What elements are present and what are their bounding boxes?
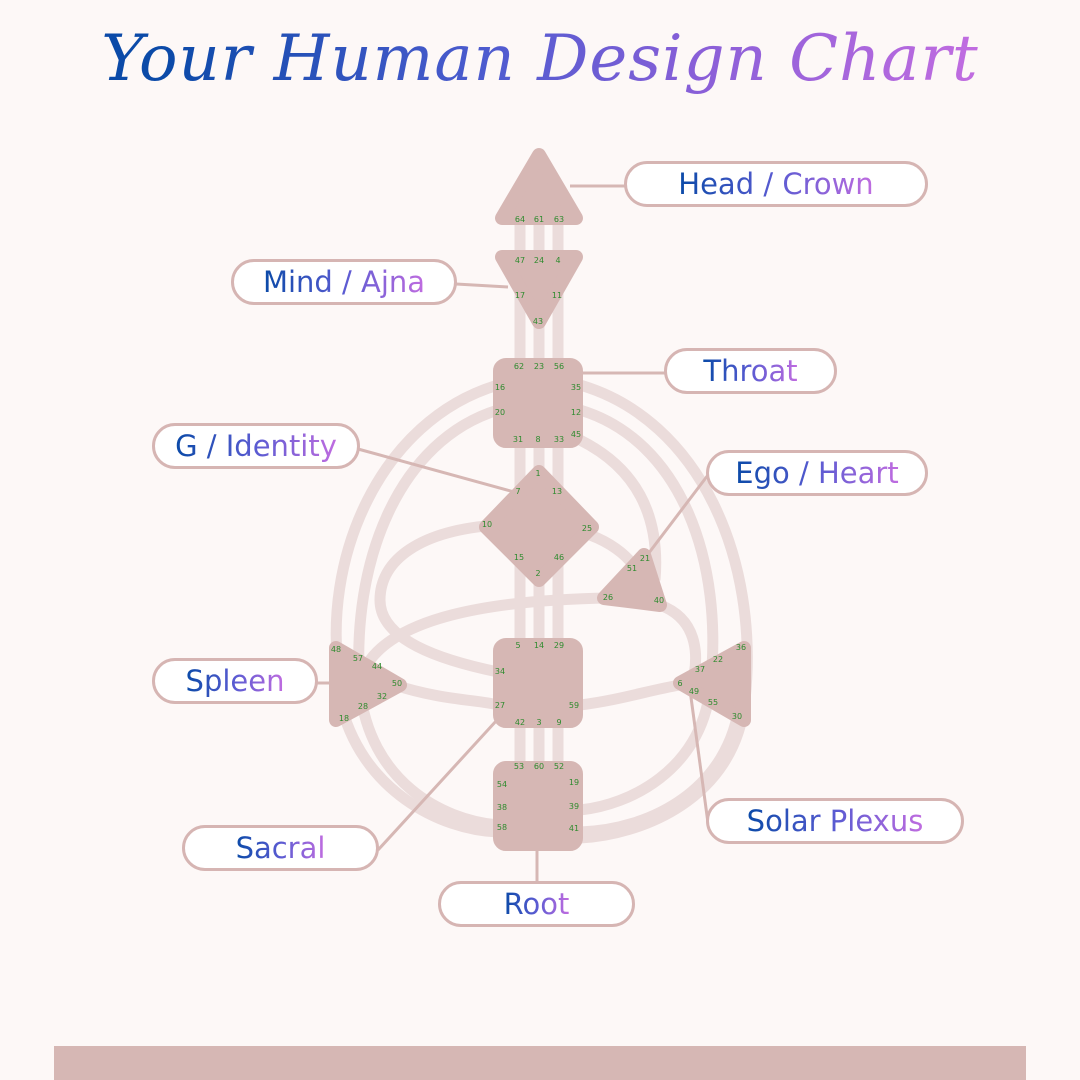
svg-text:18: 18 (339, 714, 349, 723)
label-g-identity: G / Identity (152, 423, 360, 469)
svg-text:49: 49 (689, 687, 699, 696)
center-spleen (329, 641, 407, 727)
svg-text:9: 9 (556, 718, 561, 727)
connectors (316, 184, 710, 882)
center-root (493, 761, 583, 851)
svg-text:47: 47 (515, 256, 525, 265)
label-head-crown: Head / Crown (624, 161, 928, 207)
svg-text:27: 27 (495, 701, 505, 710)
page-title: Your Human Design Chart (0, 22, 1080, 96)
label-sacral: Sacral (182, 825, 379, 871)
svg-text:23: 23 (534, 362, 544, 371)
svg-text:42: 42 (515, 718, 525, 727)
svg-text:4: 4 (555, 256, 560, 265)
svg-text:36: 36 (736, 643, 746, 652)
label-root: Root (438, 881, 635, 927)
svg-text:51: 51 (627, 564, 637, 573)
svg-text:61: 61 (534, 215, 544, 224)
svg-text:15: 15 (514, 553, 524, 562)
svg-text:1: 1 (535, 469, 540, 478)
label-solar-plexus: Solar Plexus (706, 798, 964, 844)
svg-text:48: 48 (331, 645, 341, 654)
svg-text:31: 31 (513, 435, 523, 444)
svg-text:41: 41 (569, 824, 579, 833)
svg-text:56: 56 (554, 362, 564, 371)
center-mind (495, 250, 583, 329)
svg-text:64: 64 (515, 215, 525, 224)
svg-text:30: 30 (732, 712, 742, 721)
svg-text:45: 45 (571, 430, 581, 439)
svg-text:58: 58 (497, 823, 507, 832)
svg-text:53: 53 (514, 762, 524, 771)
label-ego-heart: Ego / Heart (706, 450, 928, 496)
svg-text:50: 50 (392, 679, 402, 688)
svg-text:63: 63 (554, 215, 564, 224)
svg-text:33: 33 (554, 435, 564, 444)
svg-text:10: 10 (482, 520, 492, 529)
svg-text:26: 26 (603, 593, 613, 602)
svg-text:34: 34 (495, 667, 505, 676)
svg-text:21: 21 (640, 554, 650, 563)
svg-text:32: 32 (377, 692, 387, 701)
svg-text:62: 62 (514, 362, 524, 371)
label-throat: Throat (664, 348, 837, 394)
svg-text:43: 43 (533, 317, 543, 326)
center-sacral (493, 638, 583, 728)
svg-text:5: 5 (515, 641, 520, 650)
svg-text:14: 14 (534, 641, 544, 650)
svg-text:57: 57 (353, 654, 363, 663)
svg-text:39: 39 (569, 802, 579, 811)
svg-text:40: 40 (654, 596, 664, 605)
svg-text:7: 7 (515, 487, 520, 496)
svg-text:35: 35 (571, 383, 581, 392)
svg-text:19: 19 (569, 778, 579, 787)
svg-text:38: 38 (497, 803, 507, 812)
svg-text:55: 55 (708, 698, 718, 707)
svg-text:54: 54 (497, 780, 507, 789)
svg-text:13: 13 (552, 487, 562, 496)
svg-text:37: 37 (695, 665, 705, 674)
label-spleen: Spleen (152, 658, 318, 704)
footer-bar (54, 1046, 1026, 1080)
svg-text:12: 12 (571, 408, 581, 417)
svg-text:44: 44 (372, 662, 382, 671)
svg-text:2: 2 (535, 569, 540, 578)
svg-text:59: 59 (569, 701, 579, 710)
svg-text:3: 3 (536, 718, 541, 727)
label-mind-ajna: Mind / Ajna (231, 259, 457, 305)
center-throat (493, 358, 583, 448)
svg-text:60: 60 (534, 762, 544, 771)
center-solar (673, 641, 751, 727)
svg-text:17: 17 (515, 291, 525, 300)
svg-text:20: 20 (495, 408, 505, 417)
svg-text:8: 8 (535, 435, 540, 444)
svg-text:28: 28 (358, 702, 368, 711)
center-ego (597, 548, 667, 612)
svg-text:52: 52 (554, 762, 564, 771)
center-head (495, 148, 583, 225)
center-g (479, 465, 599, 587)
svg-text:22: 22 (713, 655, 723, 664)
svg-text:11: 11 (552, 291, 562, 300)
svg-text:25: 25 (582, 524, 592, 533)
svg-text:46: 46 (554, 553, 564, 562)
svg-text:24: 24 (534, 256, 544, 265)
svg-text:6: 6 (677, 679, 682, 688)
svg-text:16: 16 (495, 383, 505, 392)
svg-text:29: 29 (554, 641, 564, 650)
